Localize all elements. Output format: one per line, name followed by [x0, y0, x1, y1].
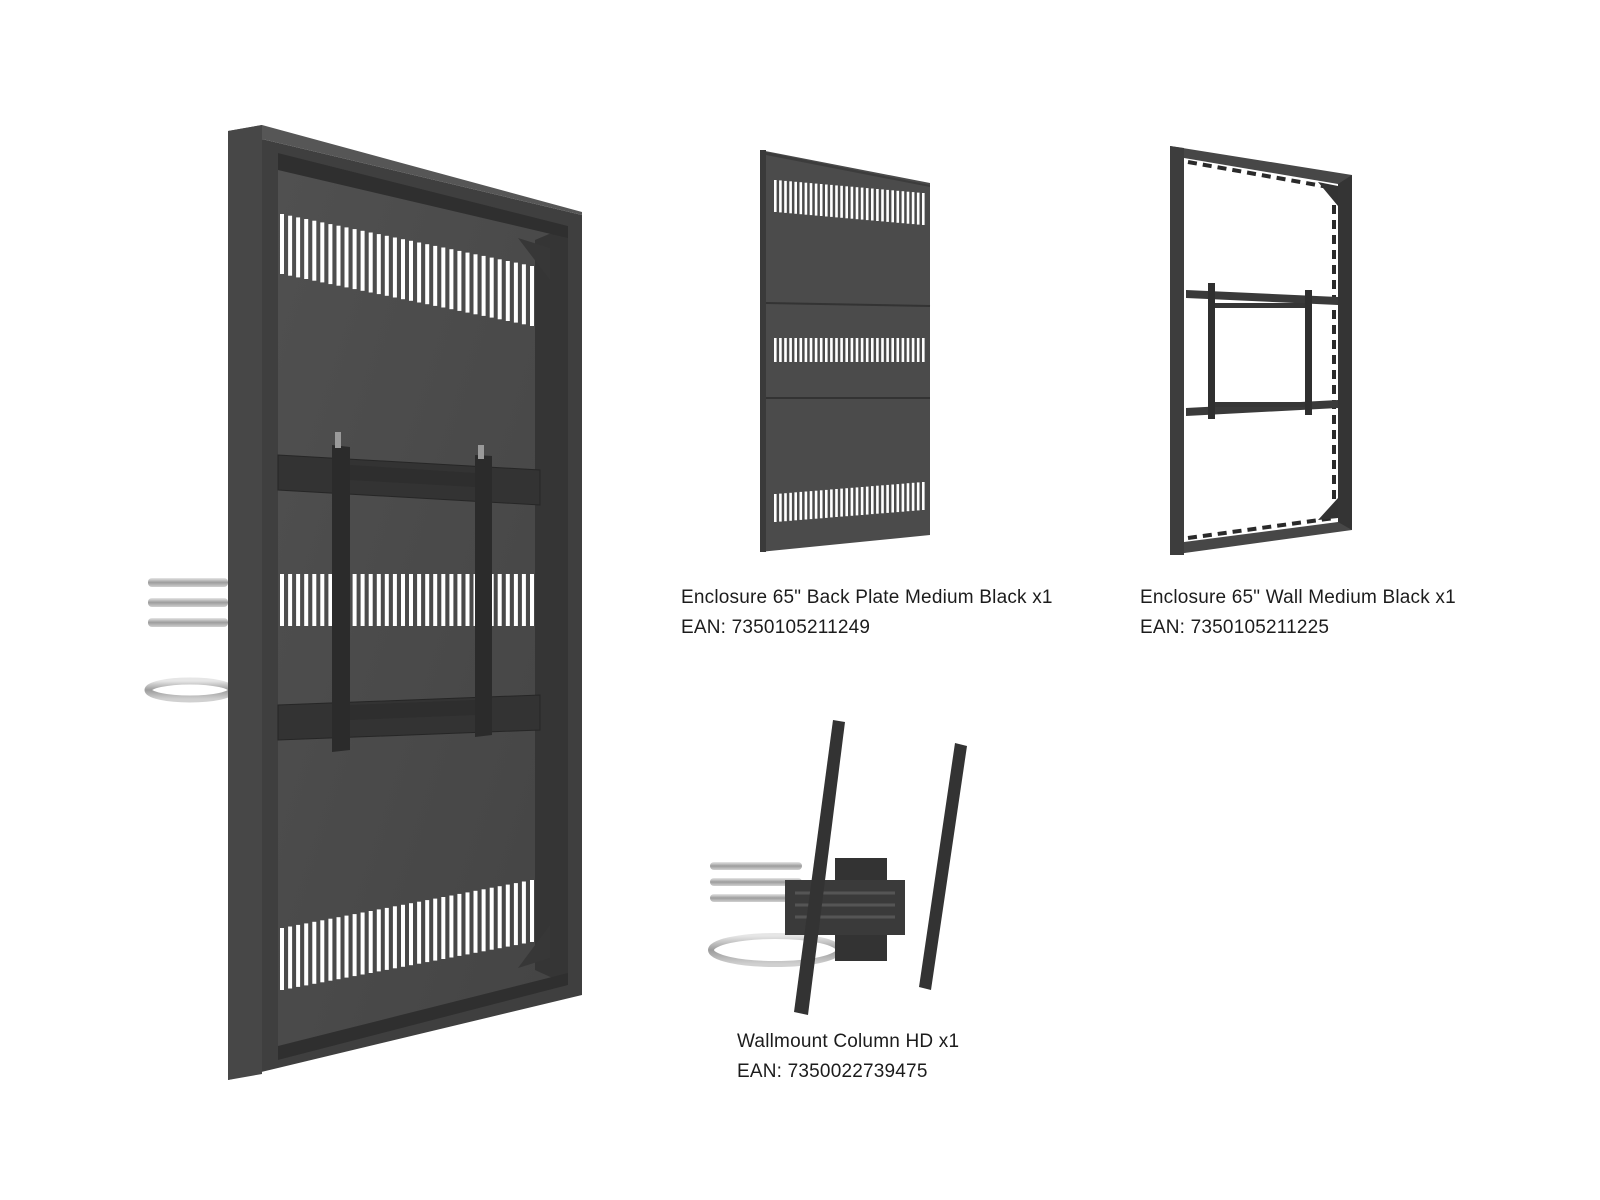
- wall-name: Enclosure 65" Wall Medium Black x1: [1140, 587, 1456, 608]
- back-plate-caption: Enclosure 65" Back Plate Medium Black x1…: [681, 583, 1053, 643]
- pole-clamp-bands: [144, 578, 236, 703]
- wallmount-name: Wallmount Column HD x1: [737, 1031, 960, 1052]
- wall-caption: Enclosure 65" Wall Medium Black x1 EAN: …: [1140, 583, 1456, 643]
- enclosure-assembled-image: [144, 125, 582, 1080]
- vent-slots-bottom: [280, 880, 534, 990]
- back-plate-vents: [774, 180, 925, 522]
- wallmount-caption: Wallmount Column HD x1 EAN: 735002273947…: [737, 1027, 959, 1087]
- wallmount-column-image: [708, 720, 967, 1015]
- back-plate-image: [760, 150, 931, 552]
- back-plate-ean: EAN: 7350105211249: [681, 617, 871, 638]
- vent-slots-top: [280, 214, 534, 326]
- wallmount-ean: EAN: 7350022739475: [737, 1061, 928, 1082]
- back-plate-name: Enclosure 65" Back Plate Medium Black x1: [681, 587, 1053, 608]
- wall-frame-image: [1170, 146, 1352, 555]
- wall-ean: EAN: 7350105211225: [1140, 617, 1330, 638]
